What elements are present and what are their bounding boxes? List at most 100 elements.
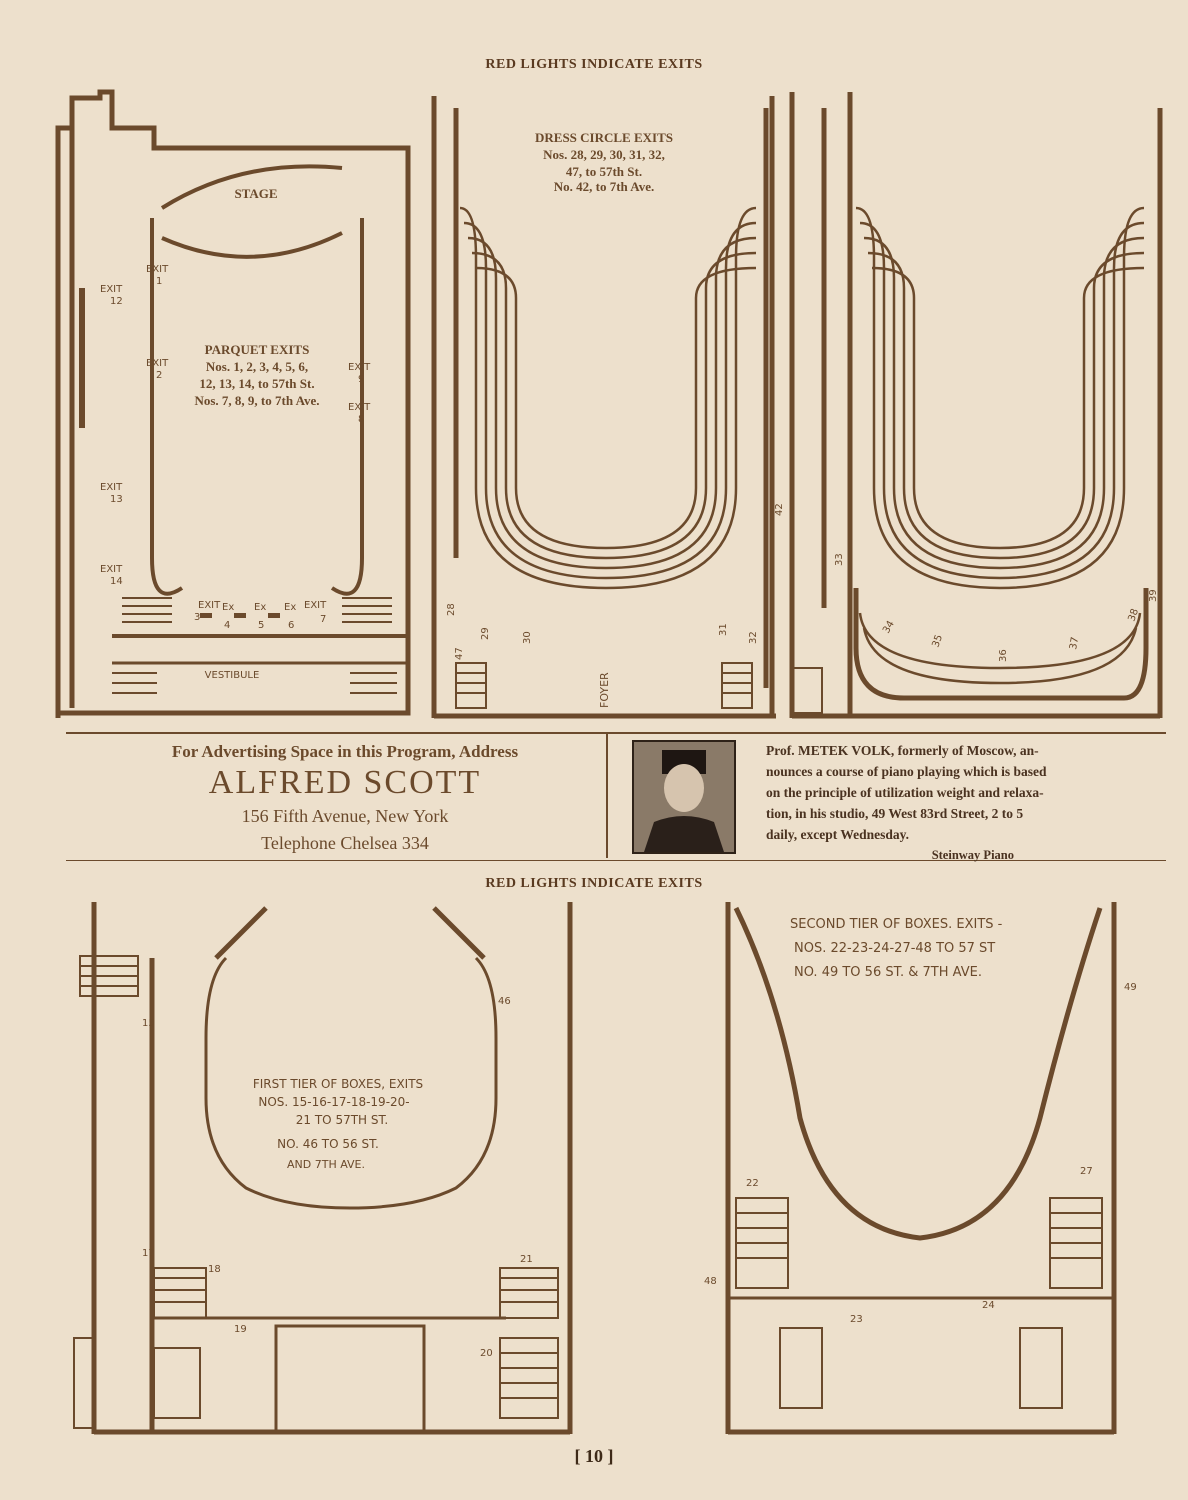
second-tier-title: SECOND TIER OF BOXES. EXITS - (790, 917, 1003, 932)
advert-address: 156 Fifth Avenue, New York (241, 806, 449, 826)
second-tier-exit-22: 22 (746, 1178, 759, 1189)
parquet-line1: Nos. 1, 2, 3, 4, 5, 6, (206, 359, 308, 374)
exit-12-number: 12 (110, 296, 123, 307)
parquet-line2: 12, 13, 14, to 57th St. (199, 376, 314, 391)
exit-label: EXIT (348, 362, 371, 373)
first-tier-exit-46: 46 (498, 996, 511, 1007)
separator-line (66, 860, 1166, 861)
first-tier-line3: NO. 46 TO 56 ST. (277, 1137, 379, 1151)
exit-7-number: 7 (320, 614, 326, 625)
dress-exit-28: 28 (446, 603, 457, 616)
second-tier-exit-24: 24 (982, 1300, 995, 1311)
second-tier-exit-27: 27 (1080, 1166, 1093, 1177)
exit-label: EXIT (100, 284, 123, 295)
portrait-photo (632, 740, 736, 854)
first-tier-exit-15: 15 (142, 1018, 155, 1029)
balcony-exit-38: 38 (1126, 607, 1141, 623)
ex-label: Ex (254, 602, 266, 613)
exit-13-number: 13 (110, 494, 123, 505)
exit-label: EXIT (100, 564, 123, 575)
exit-label: EXIT (348, 402, 371, 413)
second-tier-floor-plan: SECOND TIER OF BOXES. EXITS - NOS. 22-23… (700, 898, 1152, 1438)
balcony-exit-34: 34 (881, 619, 897, 636)
dress-circle-line3: No. 42, to 7th Ave. (554, 179, 655, 194)
exit-label: EXIT (100, 482, 123, 493)
parquet-title: PARQUET EXITS (205, 342, 310, 357)
separator-line (606, 734, 608, 858)
advert-phone: Telephone Chelsea 334 (261, 833, 429, 853)
second-tier-exit-49: 49 (1124, 982, 1137, 993)
dress-exit-47: 47 (454, 647, 465, 660)
second-tier-exit-48: 48 (704, 1276, 717, 1287)
first-tier-exit-18: 18 (208, 1264, 221, 1275)
announcement-line4: tion, in his studio, 49 West 83rd Street… (766, 806, 1024, 821)
top-header: RED LIGHTS INDICATE EXITS (485, 57, 703, 72)
balcony-plan-drawing: 33 34 35 36 37 38 39 (789, 92, 1163, 719)
exit-label: EXIT (304, 600, 327, 611)
exit-4-number: 4 (224, 620, 230, 631)
announcement-block: Prof. METEK VOLK, formerly of Moscow, an… (766, 740, 1164, 866)
ex-label: Ex (284, 602, 296, 613)
first-tier-plan-drawing: FIRST TIER OF BOXES, EXITS NOS. 15-16-17… (73, 902, 573, 1435)
exit-8-number: 8 (358, 414, 364, 425)
dress-circle-title: DRESS CIRCLE EXITS (535, 130, 673, 145)
exit-3-number: 3 (194, 612, 200, 623)
dress-exit-42: 42 (774, 503, 782, 516)
balcony-exit-35: 35 (930, 633, 945, 649)
announcement-line1: Prof. METEK VOLK, formerly of Moscow, an… (766, 743, 1039, 758)
first-tier-title: FIRST TIER OF BOXES, EXITS (253, 1077, 423, 1091)
balcony-exit-36: 36 (998, 649, 1009, 662)
separator-line (66, 732, 1166, 734)
foyer-label: FOYER (598, 672, 611, 708)
exit-6-number: 6 (288, 620, 294, 631)
exit-label: EXIT (198, 600, 221, 611)
dress-exit-29: 29 (480, 627, 491, 640)
parquet-plan-drawing: STAGE PARQUET EXITS Nos. 1, 2, 3, 4, 5, … (55, 89, 411, 718)
advert-line1: For Advertising Space in this Program, A… (171, 742, 519, 761)
dress-circle-line2: 47, to 57th St. (566, 164, 642, 179)
parquet-line3: Nos. 7, 8, 9, to 7th Ave. (194, 393, 319, 408)
exit-label: EXIT (146, 264, 169, 275)
exit-14-number: 14 (110, 576, 123, 587)
advert-block: For Advertising Space in this Program, A… (110, 742, 580, 854)
announcement-line3: on the principle of utilization weight a… (766, 785, 1044, 800)
parquet-floor-plan: STAGE PARQUET EXITS Nos. 1, 2, 3, 4, 5, … (52, 88, 424, 722)
balcony-floor-plan: 33 34 35 36 37 38 39 (784, 88, 1168, 722)
second-tier-line2: NO. 49 TO 56 ST. & 7TH AVE. (794, 965, 982, 980)
first-tier-exit-17: 17 (142, 1248, 155, 1259)
first-tier-exit-19: 19 (234, 1324, 247, 1335)
middle-header: RED LIGHTS INDICATE EXITS (485, 876, 703, 891)
vestibule-label: VESTIBULE (205, 670, 260, 681)
dress-circle-line1: Nos. 28, 29, 30, 31, 32, (543, 147, 665, 162)
exit-1-number: 1 (156, 276, 162, 287)
dress-exit-31: 31 (718, 623, 729, 636)
page-number: [ 10 ] (574, 1446, 614, 1466)
exit-label: EXIT (146, 358, 169, 369)
first-tier-floor-plan: FIRST TIER OF BOXES, EXITS NOS. 15-16-17… (66, 898, 582, 1438)
dress-exit-30: 30 (522, 631, 533, 644)
first-tier-exit-21: 21 (520, 1254, 533, 1265)
dress-circle-plan-drawing: DRESS CIRCLE EXITS Nos. 28, 29, 30, 31, … (431, 96, 782, 719)
stage-label: STAGE (234, 186, 277, 201)
second-tier-plan-drawing: SECOND TIER OF BOXES. EXITS - NOS. 22-23… (704, 902, 1137, 1435)
announcement-line2: nounces a course of piano playing which … (766, 764, 1047, 779)
exit-5-number: 5 (258, 620, 264, 631)
exit-9-number: 9 (358, 374, 364, 385)
dress-exit-32: 32 (748, 631, 759, 644)
portrait-image (634, 742, 734, 852)
first-tier-line2: 21 TO 57TH ST. (296, 1113, 388, 1127)
exit-2-number: 2 (156, 370, 162, 381)
ex-label: Ex (222, 602, 234, 613)
first-tier-line1: NOS. 15-16-17-18-19-20- (258, 1095, 409, 1109)
advert-name: ALFRED SCOTT (208, 764, 482, 801)
balcony-exit-39: 39 (1148, 589, 1159, 602)
second-tier-line1: NOS. 22-23-24-27-48 TO 57 ST (794, 941, 995, 956)
announcement-credit: Steinway Piano (931, 848, 1014, 862)
first-tier-exit-20: 20 (480, 1348, 493, 1359)
dress-circle-floor-plan: DRESS CIRCLE EXITS Nos. 28, 29, 30, 31, … (426, 88, 782, 722)
balcony-exit-37: 37 (1068, 636, 1081, 650)
balcony-exit-33: 33 (834, 553, 845, 566)
second-tier-exit-23: 23 (850, 1314, 863, 1325)
first-tier-line4: AND 7TH AVE. (287, 1158, 365, 1171)
announcement-line5: daily, except Wednesday. (766, 827, 910, 842)
